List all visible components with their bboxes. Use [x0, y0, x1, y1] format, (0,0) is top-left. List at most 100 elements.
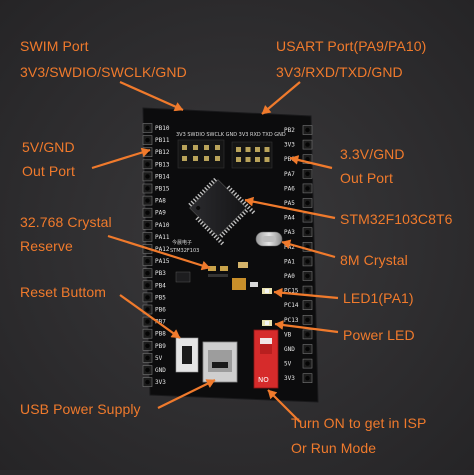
left-pin-label: PB8 [155, 331, 166, 338]
header-pin [182, 145, 187, 150]
arrow-head [173, 102, 184, 112]
led1-component [262, 288, 272, 294]
usart-header [231, 141, 273, 169]
arrow-head [281, 239, 292, 249]
arrow-head [140, 147, 151, 158]
arrow-head [267, 389, 278, 400]
left-pin-label: PB5 [155, 294, 166, 301]
arrow-head [200, 260, 211, 271]
left-pin-label: PB14 [155, 173, 170, 180]
smd-resistor [250, 282, 258, 287]
right-pin-label: PA6 [284, 185, 295, 192]
arrow-head [273, 287, 283, 298]
left-pin-label: GND [155, 367, 166, 374]
label-8m-crystal: 8M Crystal [340, 252, 408, 268]
header-pin [264, 157, 270, 162]
arrow-head [170, 329, 181, 339]
annotation-arrow [274, 322, 339, 334]
header-pin [255, 157, 260, 162]
switch-label: NO [258, 376, 269, 384]
header-pin [204, 145, 209, 150]
right-pin-label: PC14 [284, 302, 299, 309]
right-pin-label: PC13 [284, 317, 299, 324]
left-pin-label: PB12 [155, 149, 170, 156]
left-pin-label: PB6 [155, 307, 166, 314]
tantalum-capacitor [232, 278, 246, 290]
label-isp-line1: Turn ON to get in ISP [291, 415, 427, 431]
arrow-head [244, 196, 255, 207]
left-pin-label: PB11 [155, 137, 170, 144]
board-silkscreen-2: STM32F103 [170, 248, 199, 254]
header-pin [264, 147, 270, 152]
annotation-arrows [91, 80, 339, 423]
right-pin-label: PC15 [284, 288, 299, 295]
header-pin [255, 147, 260, 152]
label-swim-port: SWIM Port [20, 38, 89, 54]
header-pin [215, 145, 220, 150]
header-pin [245, 147, 251, 152]
reset-button[interactable] [175, 337, 199, 373]
label-32k-reserve: Reserve [20, 238, 73, 254]
right-pin-label: PB2 [284, 127, 295, 134]
swim-header [177, 139, 225, 169]
left-pin-label: PB9 [155, 343, 166, 350]
header-silkscreen: 3V3 SWDIO SWCLK GND 3V3 RXD TXD GND [176, 132, 286, 138]
label-led1: LED1(PA1) [343, 290, 414, 306]
right-pin-label: PA0 [284, 273, 295, 280]
label-isp-line2: Or Run Mode [291, 440, 377, 456]
left-pin-label: PB3 [155, 270, 166, 277]
power-led-component [262, 320, 272, 326]
label-swim-pins: 3V3/SWDIO/SWCLK/GND [20, 64, 187, 80]
annotation-arrow [119, 294, 181, 339]
left-pin-label: PA12 [155, 246, 170, 253]
board-silkscreen-1: 今晨电子 [172, 239, 192, 246]
label-3v3-gnd: 3.3V/GND [340, 146, 405, 162]
right-pin-label: GND [284, 346, 295, 353]
annotation-arrow [273, 290, 339, 300]
left-pin-label: PB10 [155, 125, 170, 132]
crystal-32k-pads [208, 266, 228, 277]
left-pin-label: PB13 [155, 161, 170, 168]
label-32k-crystal: 32.768 Crystal [20, 214, 112, 230]
label-power-led: Power LED [343, 327, 415, 343]
left-pin-label: PA10 [155, 222, 170, 229]
left-pin-label: PB4 [155, 282, 166, 289]
header-pin [182, 156, 187, 161]
annotation-arrow [244, 198, 336, 220]
arrow-head [261, 104, 272, 115]
crystal-8m [255, 231, 283, 247]
smd-capacitor [238, 262, 248, 268]
annotation-arrow [91, 148, 151, 170]
right-pin-label: PA7 [284, 171, 295, 178]
annotation-arrow [157, 379, 216, 409]
annotation-arrow [281, 240, 336, 259]
header-pin [215, 156, 220, 161]
right-pin-label: VB [284, 331, 292, 338]
header-pin [236, 147, 241, 152]
isp-dip-switch[interactable]: NO [253, 329, 279, 389]
left-pin-label: PB15 [155, 186, 170, 193]
header-pin [236, 157, 241, 162]
arrow-head [274, 320, 284, 330]
header-pin [245, 157, 251, 162]
label-usart-port: USART Port(PA9/PA10) [276, 38, 427, 54]
label-5v-gnd: 5V/GND [22, 139, 75, 155]
label-usb-power: USB Power Supply [20, 401, 141, 417]
right-pin-label: 5V [284, 361, 292, 368]
right-pin-label: 3V3 [284, 375, 295, 382]
label-reset: Reset Buttom [20, 284, 107, 300]
label-5v-out-port: Out Port [22, 163, 75, 179]
left-pin-label: PB7 [155, 319, 166, 326]
label-usart-pins: 3V3/RXD/TXD/GND [276, 64, 403, 80]
left-pin-label: PA9 [155, 210, 166, 217]
arrow-head [289, 155, 300, 165]
annotation-arrow [119, 80, 184, 112]
left-pin-label: PA8 [155, 198, 166, 205]
right-pin-label: PA3 [284, 229, 295, 236]
right-pin-label: PB0 [284, 156, 295, 163]
header-pin [193, 156, 198, 161]
annotation-arrow [107, 234, 211, 270]
header-pin [204, 156, 209, 161]
